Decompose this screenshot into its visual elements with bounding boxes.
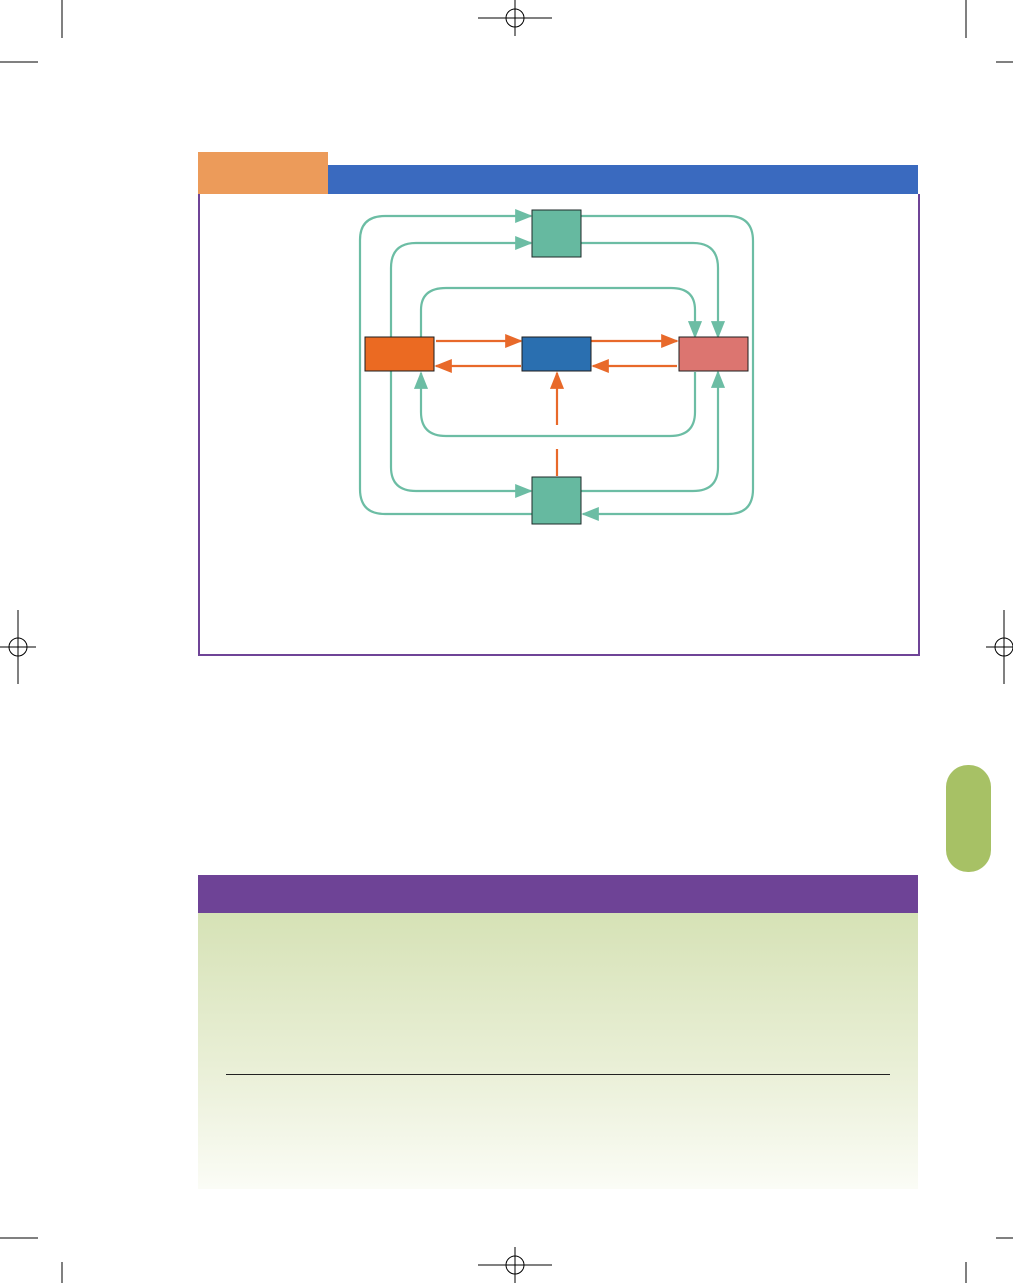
feature-box-divider xyxy=(226,1074,890,1075)
node-bottom xyxy=(531,476,582,525)
teal-link-right-to-left-lower xyxy=(413,371,697,438)
feature-box-header xyxy=(198,875,918,913)
teal-link-bottom-to-right xyxy=(581,370,726,493)
node-top xyxy=(531,209,582,258)
teal-link-top-to-right xyxy=(581,241,726,339)
registration-target-left xyxy=(0,610,36,684)
feature-box-footer xyxy=(226,1082,890,1172)
node-left xyxy=(364,336,435,372)
chapter-side-tab xyxy=(946,765,991,872)
registration-target-right xyxy=(986,610,1013,684)
figure-title-bar xyxy=(328,165,918,194)
flow-diagram xyxy=(358,208,755,525)
node-right xyxy=(678,336,749,372)
registration-target-bottom xyxy=(478,1247,552,1283)
node-center xyxy=(521,336,592,372)
feature-box xyxy=(198,913,918,1189)
teal-link-outer-right xyxy=(581,214,755,522)
teal-link-left-to-top xyxy=(389,241,531,337)
figure-number-tab xyxy=(198,152,328,194)
registration-target-top xyxy=(478,0,552,36)
teal-link-outer-left xyxy=(358,208,533,516)
teal-link-left-to-right-upper xyxy=(419,286,703,339)
teal-link-left-to-bottom xyxy=(389,371,533,499)
figure-frame xyxy=(198,194,920,656)
